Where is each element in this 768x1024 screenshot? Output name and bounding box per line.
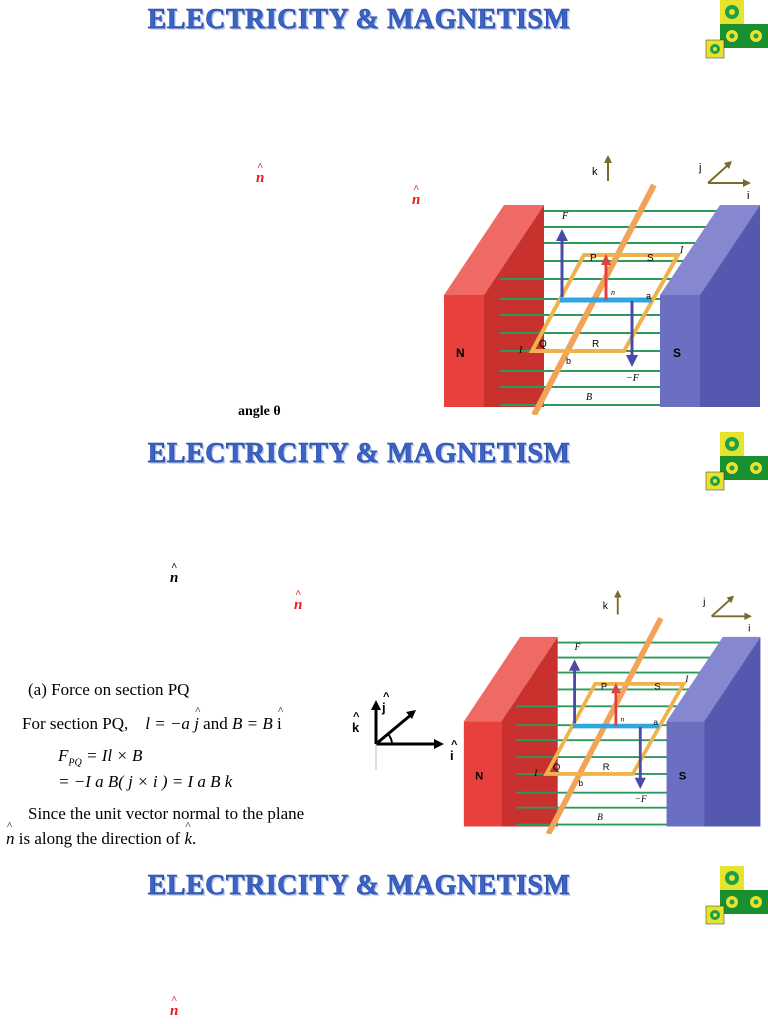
normal-vector-label: n bbox=[170, 561, 178, 587]
vertex-s-label: S bbox=[647, 253, 654, 264]
vertex-p-label: P bbox=[590, 253, 597, 264]
current-label: I bbox=[684, 675, 689, 685]
south-label: S bbox=[673, 346, 681, 360]
vertex-r-label: R bbox=[603, 762, 610, 772]
equation-line: FPQ = Il × B bbox=[58, 746, 143, 769]
logo-icon bbox=[705, 0, 768, 59]
slide-title: ELECTRICITY & MAGNETISM bbox=[147, 870, 571, 902]
vertex-r-label: R bbox=[592, 339, 599, 350]
i-axis-label: i bbox=[748, 623, 750, 634]
south-magnet bbox=[660, 205, 760, 407]
current-loop bbox=[543, 681, 687, 776]
current-label: I bbox=[533, 769, 538, 779]
k-axis-icon bbox=[614, 590, 622, 615]
i-axis-label: i bbox=[747, 190, 749, 202]
south-label: S bbox=[679, 771, 687, 783]
k-axis-label: k bbox=[592, 166, 598, 178]
vertex-p-label: P bbox=[601, 681, 607, 691]
k-axis-icon bbox=[604, 155, 612, 181]
slide-title: ELECTRICITY & MAGNETISM bbox=[147, 4, 571, 36]
section-heading: (a) Force on section PQ bbox=[28, 680, 190, 699]
normal-vector-label: n bbox=[294, 588, 302, 614]
vertex-s-label: S bbox=[654, 681, 660, 691]
equation-line: For section PQ, l = −a j and B = B i bbox=[22, 705, 283, 734]
normal-vector-icon bbox=[611, 682, 621, 727]
side-b-label: b bbox=[566, 356, 571, 366]
field-label: B bbox=[586, 392, 592, 403]
vertex-q-label: Q bbox=[553, 762, 560, 772]
neg-force-label: −F bbox=[635, 795, 647, 805]
angle-label: angle θ bbox=[238, 404, 281, 419]
slide-title: ELECTRICITY & MAGNETISM bbox=[147, 438, 571, 470]
body-text: n is along the direction of k. bbox=[6, 820, 196, 849]
current-label: I bbox=[679, 245, 684, 256]
current-loop bbox=[528, 253, 682, 353]
j-axis-label: j bbox=[382, 691, 389, 715]
k-axis-label: k bbox=[352, 711, 360, 735]
force-vector-down-icon bbox=[626, 301, 638, 367]
north-magnet bbox=[444, 205, 544, 407]
force-label: F bbox=[561, 211, 569, 222]
normal-label: n bbox=[621, 714, 625, 723]
side-b-label: b bbox=[578, 778, 583, 788]
side-a-label: a bbox=[646, 291, 651, 301]
normal-vector-icon bbox=[601, 254, 611, 300]
equation-line: = −I a B( j × i ) = I a B k bbox=[58, 772, 233, 791]
ij-axes-icon bbox=[707, 161, 751, 187]
north-label: N bbox=[456, 346, 465, 360]
north-label: N bbox=[475, 771, 483, 783]
side-a-label: a bbox=[653, 717, 658, 727]
j-axis-label: j bbox=[702, 597, 705, 608]
logo-icon bbox=[705, 432, 768, 491]
neg-force-label: −F bbox=[626, 373, 640, 384]
force-vector-down-icon bbox=[634, 727, 646, 789]
vertex-q-label: Q bbox=[539, 339, 547, 350]
normal-vector-label: n bbox=[256, 161, 264, 187]
normal-vector-label: n bbox=[170, 994, 178, 1020]
north-magnet bbox=[463, 636, 558, 827]
body-text: Since the unit vector normal to the plan… bbox=[28, 804, 305, 823]
current-label: I bbox=[518, 345, 523, 356]
j-axis-label: j bbox=[698, 162, 701, 174]
current-loop-figure: k j i N F −F B P S Q R a b n I I S bbox=[463, 590, 761, 834]
k-axis-label: k bbox=[603, 601, 609, 612]
force-label: F bbox=[574, 643, 581, 653]
axes-inset-icon bbox=[371, 700, 444, 770]
normal-vector-label: n bbox=[412, 183, 420, 209]
i-axis-label: i bbox=[450, 739, 457, 763]
field-label: B bbox=[597, 813, 603, 823]
normal-label: n bbox=[611, 288, 615, 297]
south-magnet bbox=[666, 636, 761, 827]
force-vector-up-icon bbox=[568, 659, 581, 724]
force-vector-up-icon bbox=[556, 229, 568, 297]
current-loop-figure: k j i N F −F B P S Q R a b n I I S bbox=[444, 155, 760, 415]
ij-axes-icon bbox=[710, 595, 752, 621]
logo-icon bbox=[705, 866, 768, 925]
